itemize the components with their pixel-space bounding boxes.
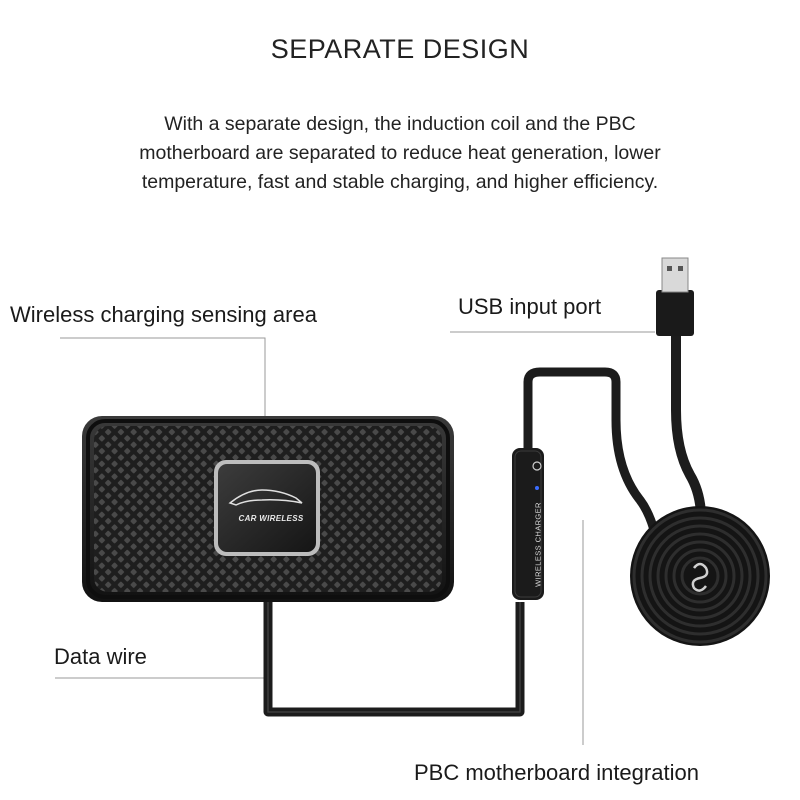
power-icon — [532, 461, 542, 471]
description-line: With a separate design, the induction co… — [164, 113, 636, 135]
pad-brand-label: CAR WIRELESS — [238, 514, 304, 523]
usb-connector — [656, 257, 694, 336]
data-wire-cable — [263, 596, 525, 717]
coiled-cable — [630, 506, 770, 646]
module-brand-label: WIRELESS CHARGER — [533, 502, 543, 587]
car-logo-icon — [228, 489, 303, 506]
callout-pbc-integration: PBC motherboard integration — [414, 760, 699, 785]
callout-data-wire: Data wire — [54, 644, 147, 669]
sensing-area-square — [214, 460, 320, 556]
status-led — [535, 486, 539, 490]
page-title: SEPARATE DESIGN — [270, 34, 530, 64]
charger-module — [512, 448, 544, 600]
callout-sensing-area: Wireless charging sensing area — [10, 302, 317, 327]
callout-usb-port: USB input port — [458, 294, 602, 319]
module-top-cable — [523, 367, 665, 561]
description-line: temperature, fast and stable charging, a… — [141, 171, 659, 193]
description-line: motherboard are separated to reduce heat… — [139, 142, 661, 164]
description: With a separate design, the induction co… — [90, 110, 710, 197]
